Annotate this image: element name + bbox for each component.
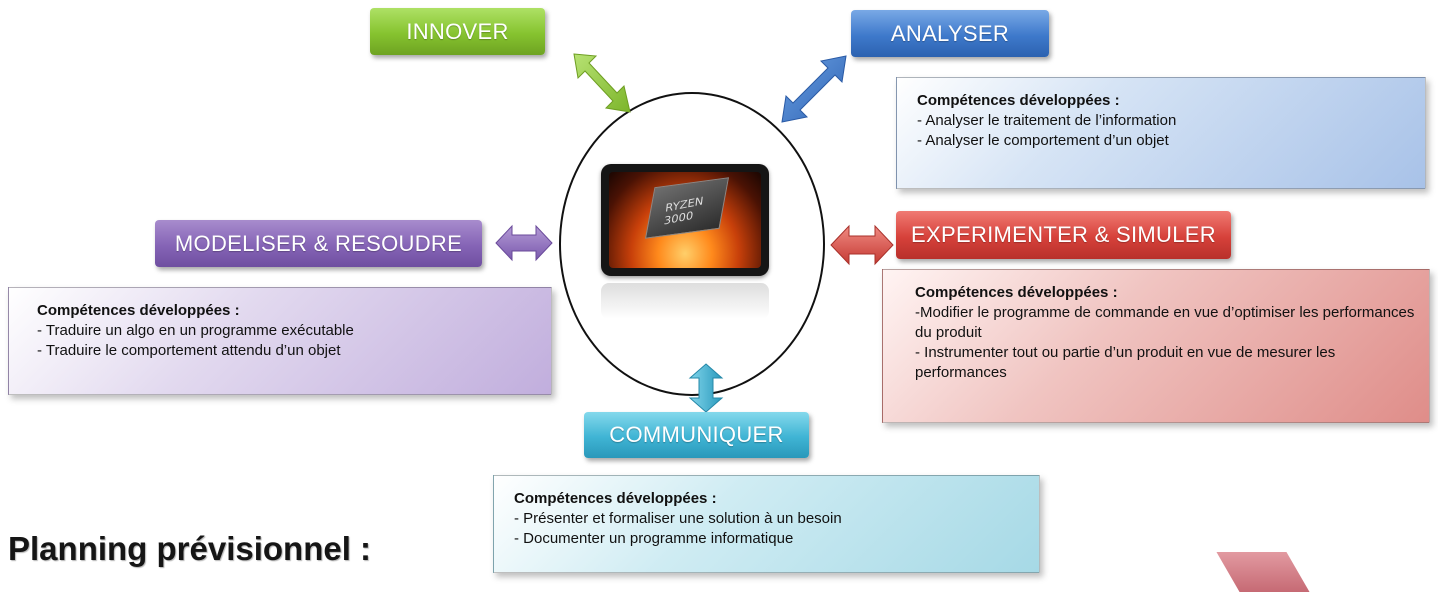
cpu-label: RYZEN 3000 — [663, 194, 705, 228]
cpu-die: RYZEN 3000 — [644, 177, 730, 239]
skill-item: - Traduire un algo en un programme exécu… — [37, 322, 354, 339]
communiquer-label: COMMUNIQUER — [584, 412, 809, 458]
skill-item: - Documenter un programme informatique — [514, 530, 794, 547]
skill-item: - Présenter et formaliser une solution à… — [514, 510, 842, 527]
innover-text: INNOVER — [406, 18, 509, 44]
communiquer-text: COMMUNIQUER — [609, 422, 784, 447]
communiquer-arrow — [688, 363, 724, 413]
experimenter-arrow — [830, 224, 894, 266]
analyser-skills-box: Compétences développées : - Analyser le … — [896, 77, 1426, 189]
modeliser-arrow — [495, 224, 553, 262]
analyser-label: ANALYSER — [851, 10, 1049, 57]
image-reflection — [601, 283, 769, 319]
skills-title: Compétences développées : — [915, 284, 1118, 301]
analyser-arrow — [781, 55, 847, 123]
skill-item: -Modifier le programme de commande en vu… — [915, 304, 1415, 341]
skills-title: Compétences développées : — [37, 302, 240, 319]
experimenter-text: EXPERIMENTER & SIMULER — [911, 222, 1216, 247]
skills-title: Compétences développées : — [514, 490, 717, 507]
modeliser-skills-box: Compétences développées : - Traduire un … — [8, 287, 552, 395]
skills-title: Compétences développées : — [917, 92, 1120, 109]
experimenter-label: EXPERIMENTER & SIMULER — [896, 211, 1231, 259]
processor-photo: RYZEN 3000 — [609, 172, 761, 268]
skill-item: - Instrumenter tout ou partie d’un produ… — [915, 344, 1336, 381]
innover-label: INNOVER — [370, 8, 545, 55]
processor-image: RYZEN 3000 — [601, 164, 769, 276]
modeliser-text: MODELISER & RESOUDRE — [174, 230, 463, 256]
modeliser-label: MODELISER & RESOUDRE — [155, 220, 482, 267]
skill-item: - Traduire le comportement attendu d’un … — [37, 342, 341, 359]
experimenter-skills-box: Compétences développées : -Modifier le p… — [882, 269, 1430, 423]
planning-heading: Planning prévisionnel : — [8, 530, 372, 567]
analyser-text: ANALYSER — [890, 20, 1010, 46]
innover-arrow — [573, 53, 631, 113]
skill-item: - Analyser le comportement d’un objet — [917, 132, 1169, 149]
skill-item: - Analyser le traitement de l’informatio… — [917, 112, 1177, 129]
decorative-shape — [1216, 552, 1310, 592]
communiquer-skills-box: Compétences développées : - Présenter et… — [493, 475, 1040, 573]
